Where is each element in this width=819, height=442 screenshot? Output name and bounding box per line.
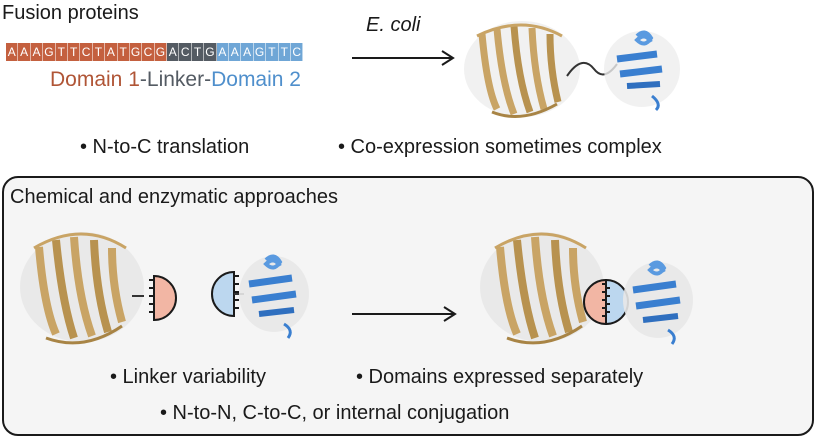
chemical-approaches-title: Chemical and enzymatic approaches xyxy=(10,186,338,208)
dna-base: G xyxy=(204,43,217,61)
dna-base: C xyxy=(179,43,192,61)
ecoli-label: E. coli xyxy=(366,14,421,36)
dna-base: T xyxy=(55,43,68,61)
domain1-label: Domain 1 xyxy=(50,68,140,91)
bullet-n-to-c: • N-to-C translation xyxy=(80,136,250,158)
dna-base: T xyxy=(117,43,130,61)
dna-base: T xyxy=(278,43,291,61)
joined-handle xyxy=(583,278,629,326)
bullet-linker-variability: • Linker variability xyxy=(110,366,266,388)
blue-domain xyxy=(604,30,680,112)
tan-protein-with-handle xyxy=(20,232,177,345)
dash-1: - xyxy=(139,68,147,91)
dna-base: G xyxy=(129,43,143,61)
dna-base: A xyxy=(241,43,254,61)
dna-base: A xyxy=(229,43,242,61)
dash-2: - xyxy=(204,68,212,91)
dna-base: A xyxy=(30,43,44,61)
tan-barrel-domain xyxy=(464,21,580,118)
domain-label-row: Domain 1-Linker-Domain 2 xyxy=(50,68,301,92)
dna-base: A xyxy=(18,43,31,61)
domain2-label: Domain 2 xyxy=(211,68,301,91)
pink-handle-half xyxy=(149,274,177,322)
fusion-proteins-title: Fusion proteins xyxy=(2,2,139,24)
linker-label: Linker xyxy=(146,68,205,91)
expression-arrow xyxy=(352,50,455,66)
bullet-coexpression: • Co-expression sometimes complex xyxy=(338,136,662,158)
dna-base: C xyxy=(290,43,304,61)
dna-base: T xyxy=(191,43,205,61)
fused-protein-illustration xyxy=(464,21,680,118)
lightblue-handle-half xyxy=(211,270,239,318)
dna-base: T xyxy=(266,43,279,61)
conjugated-protein-illustration xyxy=(480,232,693,345)
dna-base: G xyxy=(154,43,168,61)
conjugation-arrow xyxy=(352,306,457,322)
dna-base: A xyxy=(216,43,230,61)
dna-base: A xyxy=(6,43,19,61)
dna-base: G xyxy=(253,43,267,61)
dna-base: C xyxy=(80,43,93,61)
blue-protein-with-handle xyxy=(211,254,309,339)
bullet-conjugation-types: • N-to-N, C-to-C, or internal conjugatio… xyxy=(160,402,510,424)
dna-base: T xyxy=(92,43,106,61)
dna-base: G xyxy=(43,43,56,61)
bullet-domains-separately: • Domains expressed separately xyxy=(356,366,644,388)
dna-base: A xyxy=(105,43,118,61)
dna-base: T xyxy=(67,43,81,61)
dna-base: C xyxy=(142,43,155,61)
dna-base: A xyxy=(167,43,180,61)
